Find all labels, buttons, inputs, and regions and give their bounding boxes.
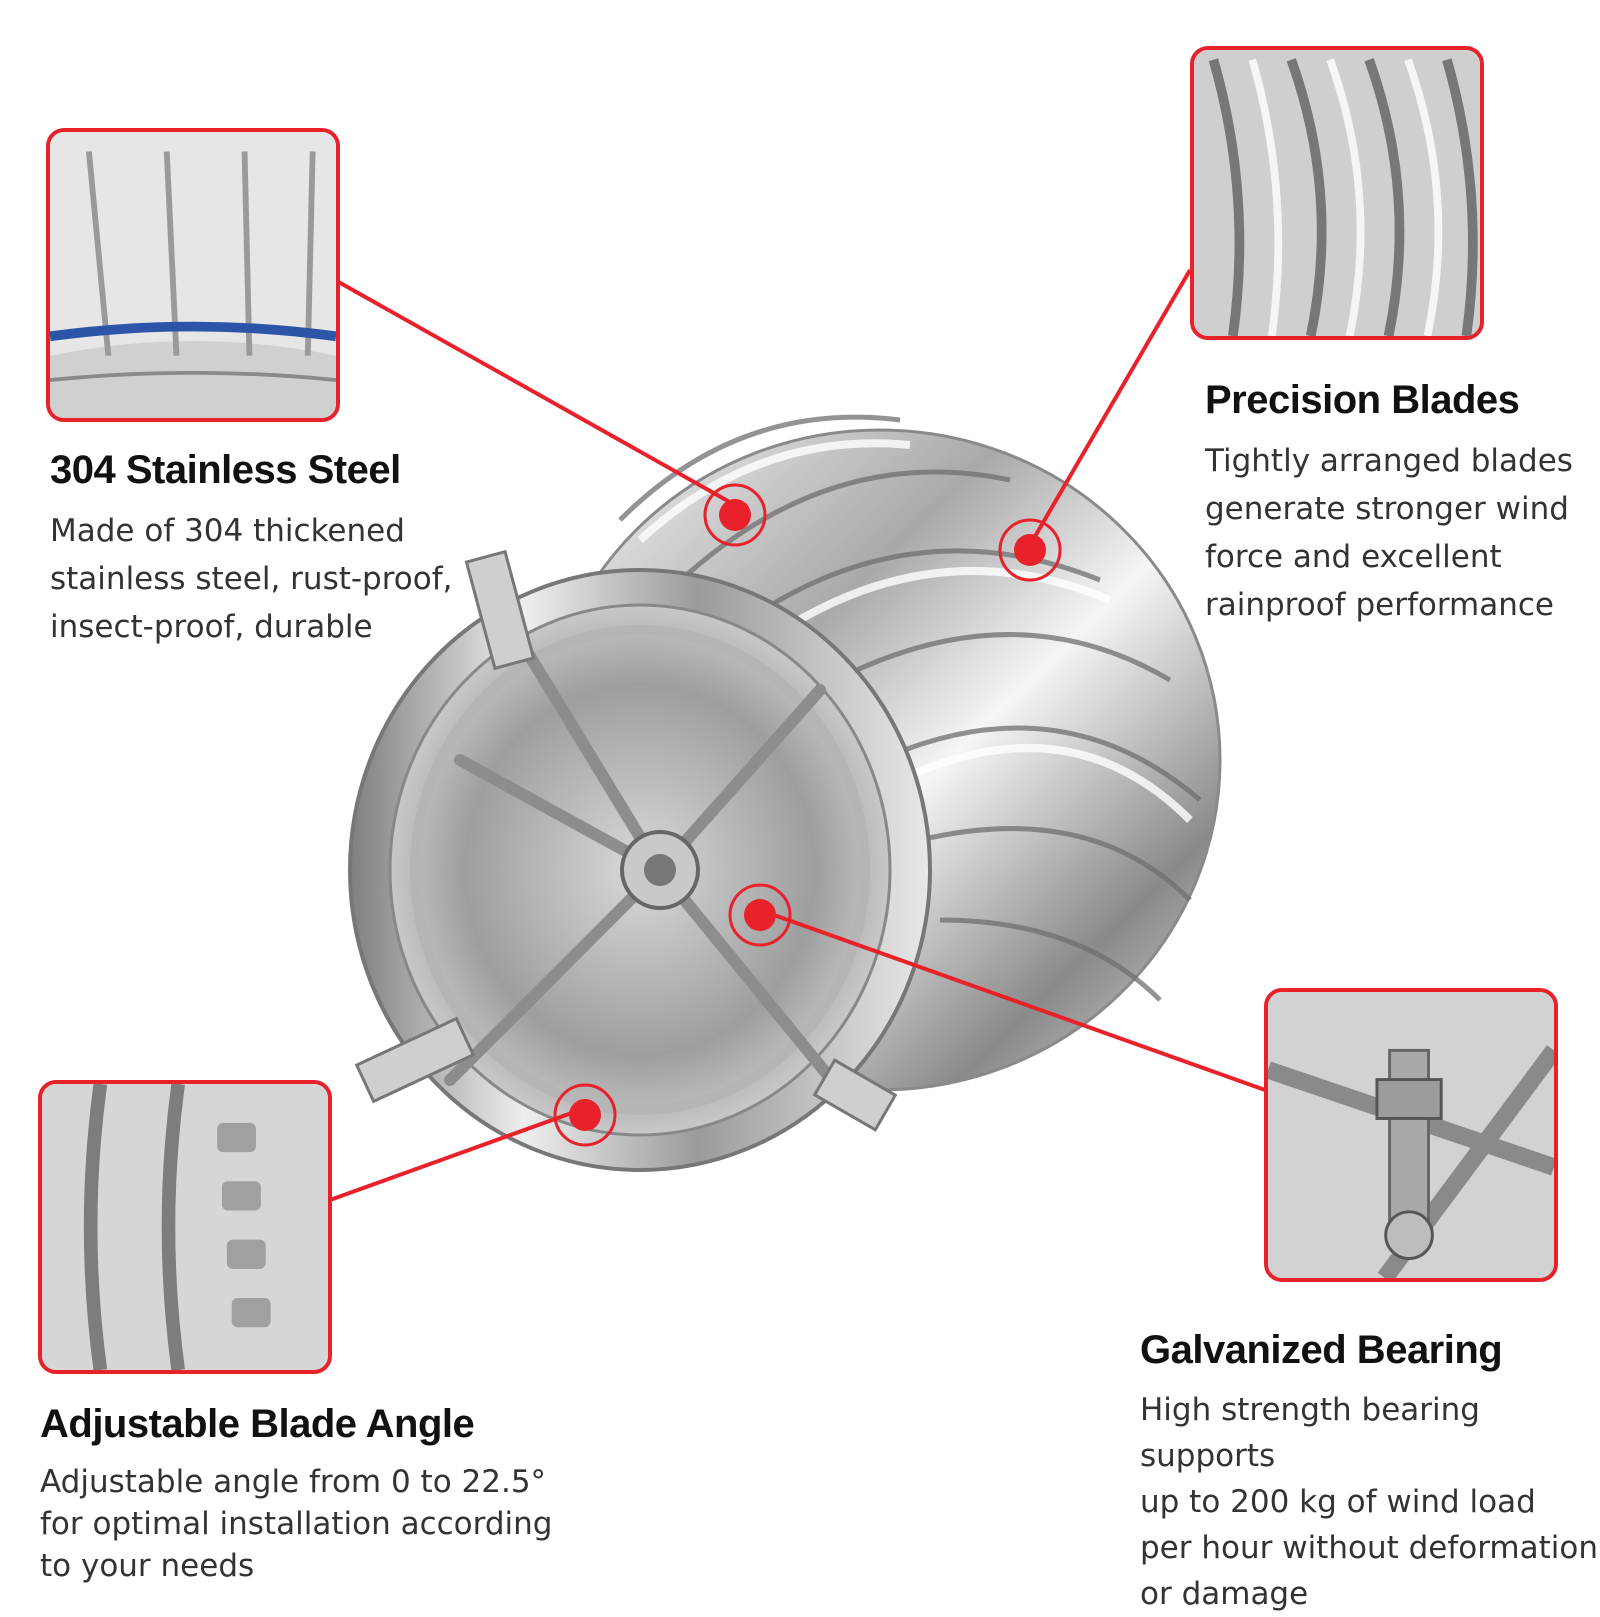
feature-line: up to 200 kg of wind load <box>1140 1484 1536 1520</box>
feature-line: for optimal installation according <box>40 1506 553 1542</box>
callout-marker-bearing <box>728 883 792 947</box>
feature-line: stainless steel, rust-proof, <box>50 561 453 597</box>
turbine-base-ring <box>348 549 932 1172</box>
feature-angle: Adjustable Blade Angle Adjustable angle … <box>40 1402 552 1587</box>
feature-line: per hour without deformation <box>1140 1530 1599 1566</box>
feature-line: High strength bearing supports <box>1140 1392 1480 1474</box>
blades-closeup-icon <box>1194 50 1480 336</box>
feature-title: Galvanized Bearing <box>1140 1328 1503 1372</box>
feature-line: Tightly arranged blades <box>1205 443 1573 479</box>
detail-inset-bearing <box>1264 988 1558 1282</box>
feature-title: Precision Blades <box>1205 378 1520 422</box>
steel-closeup-icon <box>50 132 336 418</box>
feature-steel: 304 Stainless Steel Made of 304 thickene… <box>50 448 453 651</box>
feature-bearing: Galvanized Bearing High strength bearing… <box>1140 1328 1600 1617</box>
feature-title: 304 Stainless Steel <box>50 448 401 492</box>
feature-line: generate stronger wind <box>1205 491 1569 527</box>
detail-inset-blades <box>1190 46 1484 340</box>
callout-lines <box>329 268 1266 1202</box>
feature-line: rainproof performance <box>1205 587 1554 623</box>
feature-line: or damage <box>1140 1576 1309 1612</box>
callout-marker-steel <box>703 483 767 547</box>
feature-blades: Precision Blades Tightly arranged blades… <box>1205 378 1573 629</box>
feature-line: to your needs <box>40 1548 255 1584</box>
feature-line: Adjustable angle from 0 to 22.5° <box>40 1464 547 1500</box>
feature-line: Made of 304 thickened <box>50 513 405 549</box>
feature-line: force and excellent <box>1205 539 1502 575</box>
feature-line: insect-proof, durable <box>50 609 373 645</box>
ring-closeup-icon <box>42 1084 328 1370</box>
callout-marker-angle <box>553 1083 617 1147</box>
detail-inset-steel <box>46 128 340 422</box>
feature-title: Adjustable Blade Angle <box>40 1402 475 1446</box>
callout-marker-blades <box>998 518 1062 582</box>
detail-inset-angle <box>38 1080 332 1374</box>
bearing-closeup-icon <box>1268 992 1554 1278</box>
